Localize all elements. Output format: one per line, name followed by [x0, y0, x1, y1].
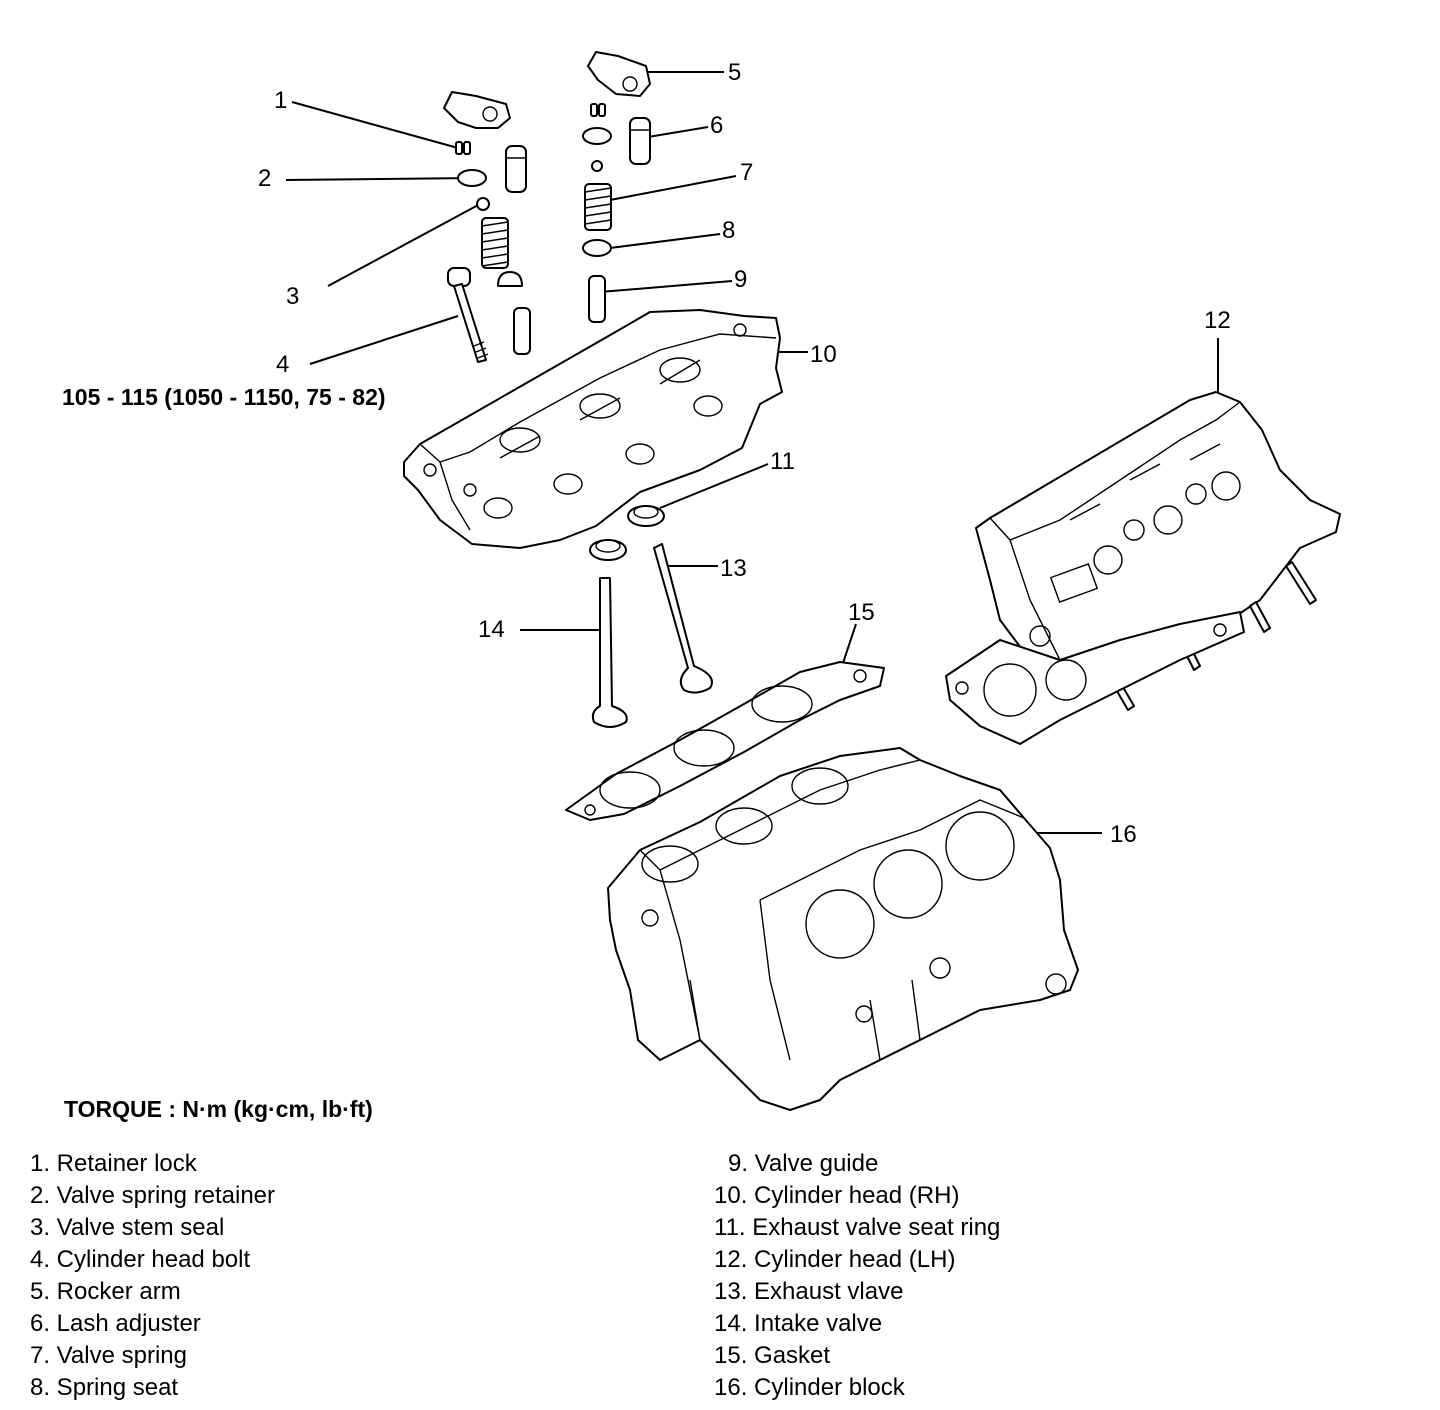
valve-guide-right [588, 275, 606, 323]
callout-14: 14 [478, 616, 505, 643]
legend-item: 9. Valve guide [728, 1150, 879, 1177]
callout-numbers: 1 2 3 4 5 6 7 8 9 10 11 12 13 14 15 16 [258, 59, 1231, 848]
legend-item: 13. Exhaust vlave [714, 1278, 904, 1305]
parts-legend-left: 1. Retainer lock 2. Valve spring retaine… [30, 1148, 275, 1404]
legend-item: 14. Intake valve [714, 1310, 883, 1337]
callout-11: 11 [770, 448, 795, 475]
rocker-arm-left [443, 91, 511, 129]
callout-9: 9 [734, 266, 747, 293]
stem-seal-left [476, 197, 490, 211]
parts-legend-right: 9. Valve guide 10. Cylinder head (RH) 11… [714, 1148, 1000, 1404]
callout-16: 16 [1110, 821, 1137, 848]
legend-item: 12. Cylinder head (LH) [714, 1246, 956, 1273]
callout-8: 8 [722, 217, 735, 244]
callout-15: 15 [848, 599, 875, 626]
legend-item: 15. Gasket [714, 1342, 831, 1369]
spring-seat-left [497, 271, 523, 287]
head-gasket-lh [945, 611, 1245, 745]
callout-4: 4 [276, 351, 289, 378]
rocker-arm-right [587, 51, 651, 97]
legend-item: 4. Cylinder head bolt [30, 1246, 251, 1273]
legend-item: 2. Valve spring retainer [30, 1182, 276, 1209]
torque-units-heading: TORQUE : N·m (kg·cm, lb·ft) [64, 1096, 373, 1122]
callout-3: 3 [286, 283, 299, 310]
legend-item: 5. Rocker arm [30, 1278, 181, 1305]
leader-lines [285, 71, 1219, 834]
spring-seat-right [582, 239, 612, 257]
exhaust-valve [653, 543, 713, 694]
intake-valve-seat-ring [589, 539, 627, 561]
legend-item: 8. Spring seat [30, 1374, 179, 1401]
cylinder-head-rh [403, 309, 783, 549]
cylinder-head-bolt [447, 267, 489, 363]
legend-item: 10. Cylinder head (RH) [714, 1182, 960, 1209]
lash-adjuster-left [505, 145, 527, 193]
head-bolt-torque-spec: 105 - 115 (1050 - 1150, 75 - 82) [62, 384, 386, 410]
legend-item: 7. Valve spring [30, 1342, 187, 1369]
retainer-lock-left [455, 141, 471, 155]
callout-5: 5 [728, 59, 741, 86]
intake-valve [591, 577, 628, 728]
exhaust-valve-seat-ring [627, 505, 665, 527]
callout-2: 2 [258, 165, 271, 192]
valve-spring-left [481, 217, 509, 269]
valve-spring-right [584, 183, 612, 231]
cylinder-block [607, 747, 1079, 1111]
callout-12: 12 [1204, 307, 1231, 334]
head-gasket-rh [565, 661, 885, 821]
lash-adjuster-right [629, 117, 651, 165]
callout-6: 6 [710, 112, 723, 139]
valve-train-parts [443, 51, 713, 728]
legend-item: 16. Cylinder block [714, 1374, 905, 1401]
legend-item: 1. Retainer lock [30, 1150, 197, 1177]
legend-item: 11. Exhaust valve seat ring [714, 1214, 1001, 1241]
valve-guide-left [513, 307, 531, 355]
legend-item: 6. Lash adjuster [30, 1310, 201, 1337]
spring-retainer-right [582, 127, 612, 145]
stem-seal-right [591, 160, 603, 172]
callout-13: 13 [720, 555, 747, 582]
callout-1: 1 [274, 87, 287, 114]
legend-item: 3. Valve stem seal [30, 1214, 225, 1241]
callout-7: 7 [740, 159, 753, 186]
retainer-lock-right [590, 103, 606, 117]
callout-10: 10 [810, 341, 837, 368]
spring-retainer-left [457, 169, 487, 187]
